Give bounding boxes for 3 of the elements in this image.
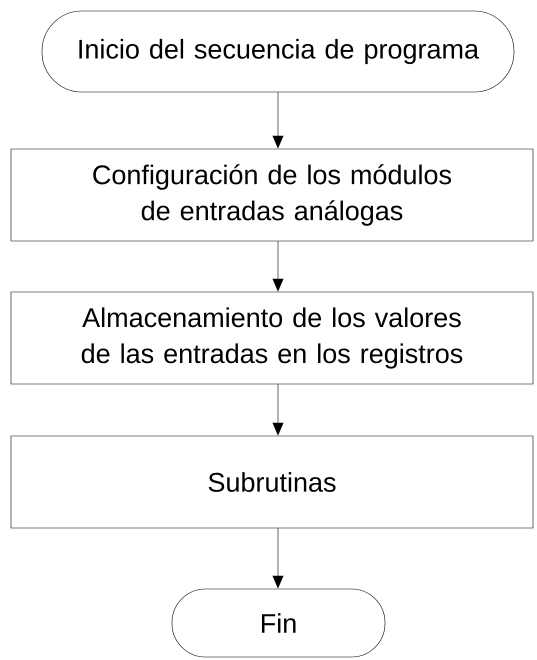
process-box: Almacenamiento de los valores de las entradas en los registros bbox=[10, 292, 534, 384]
process-box: Subrutinas bbox=[10, 436, 534, 528]
process-box: Configuración de los módulos de entradas análogas bbox=[10, 148, 534, 242]
